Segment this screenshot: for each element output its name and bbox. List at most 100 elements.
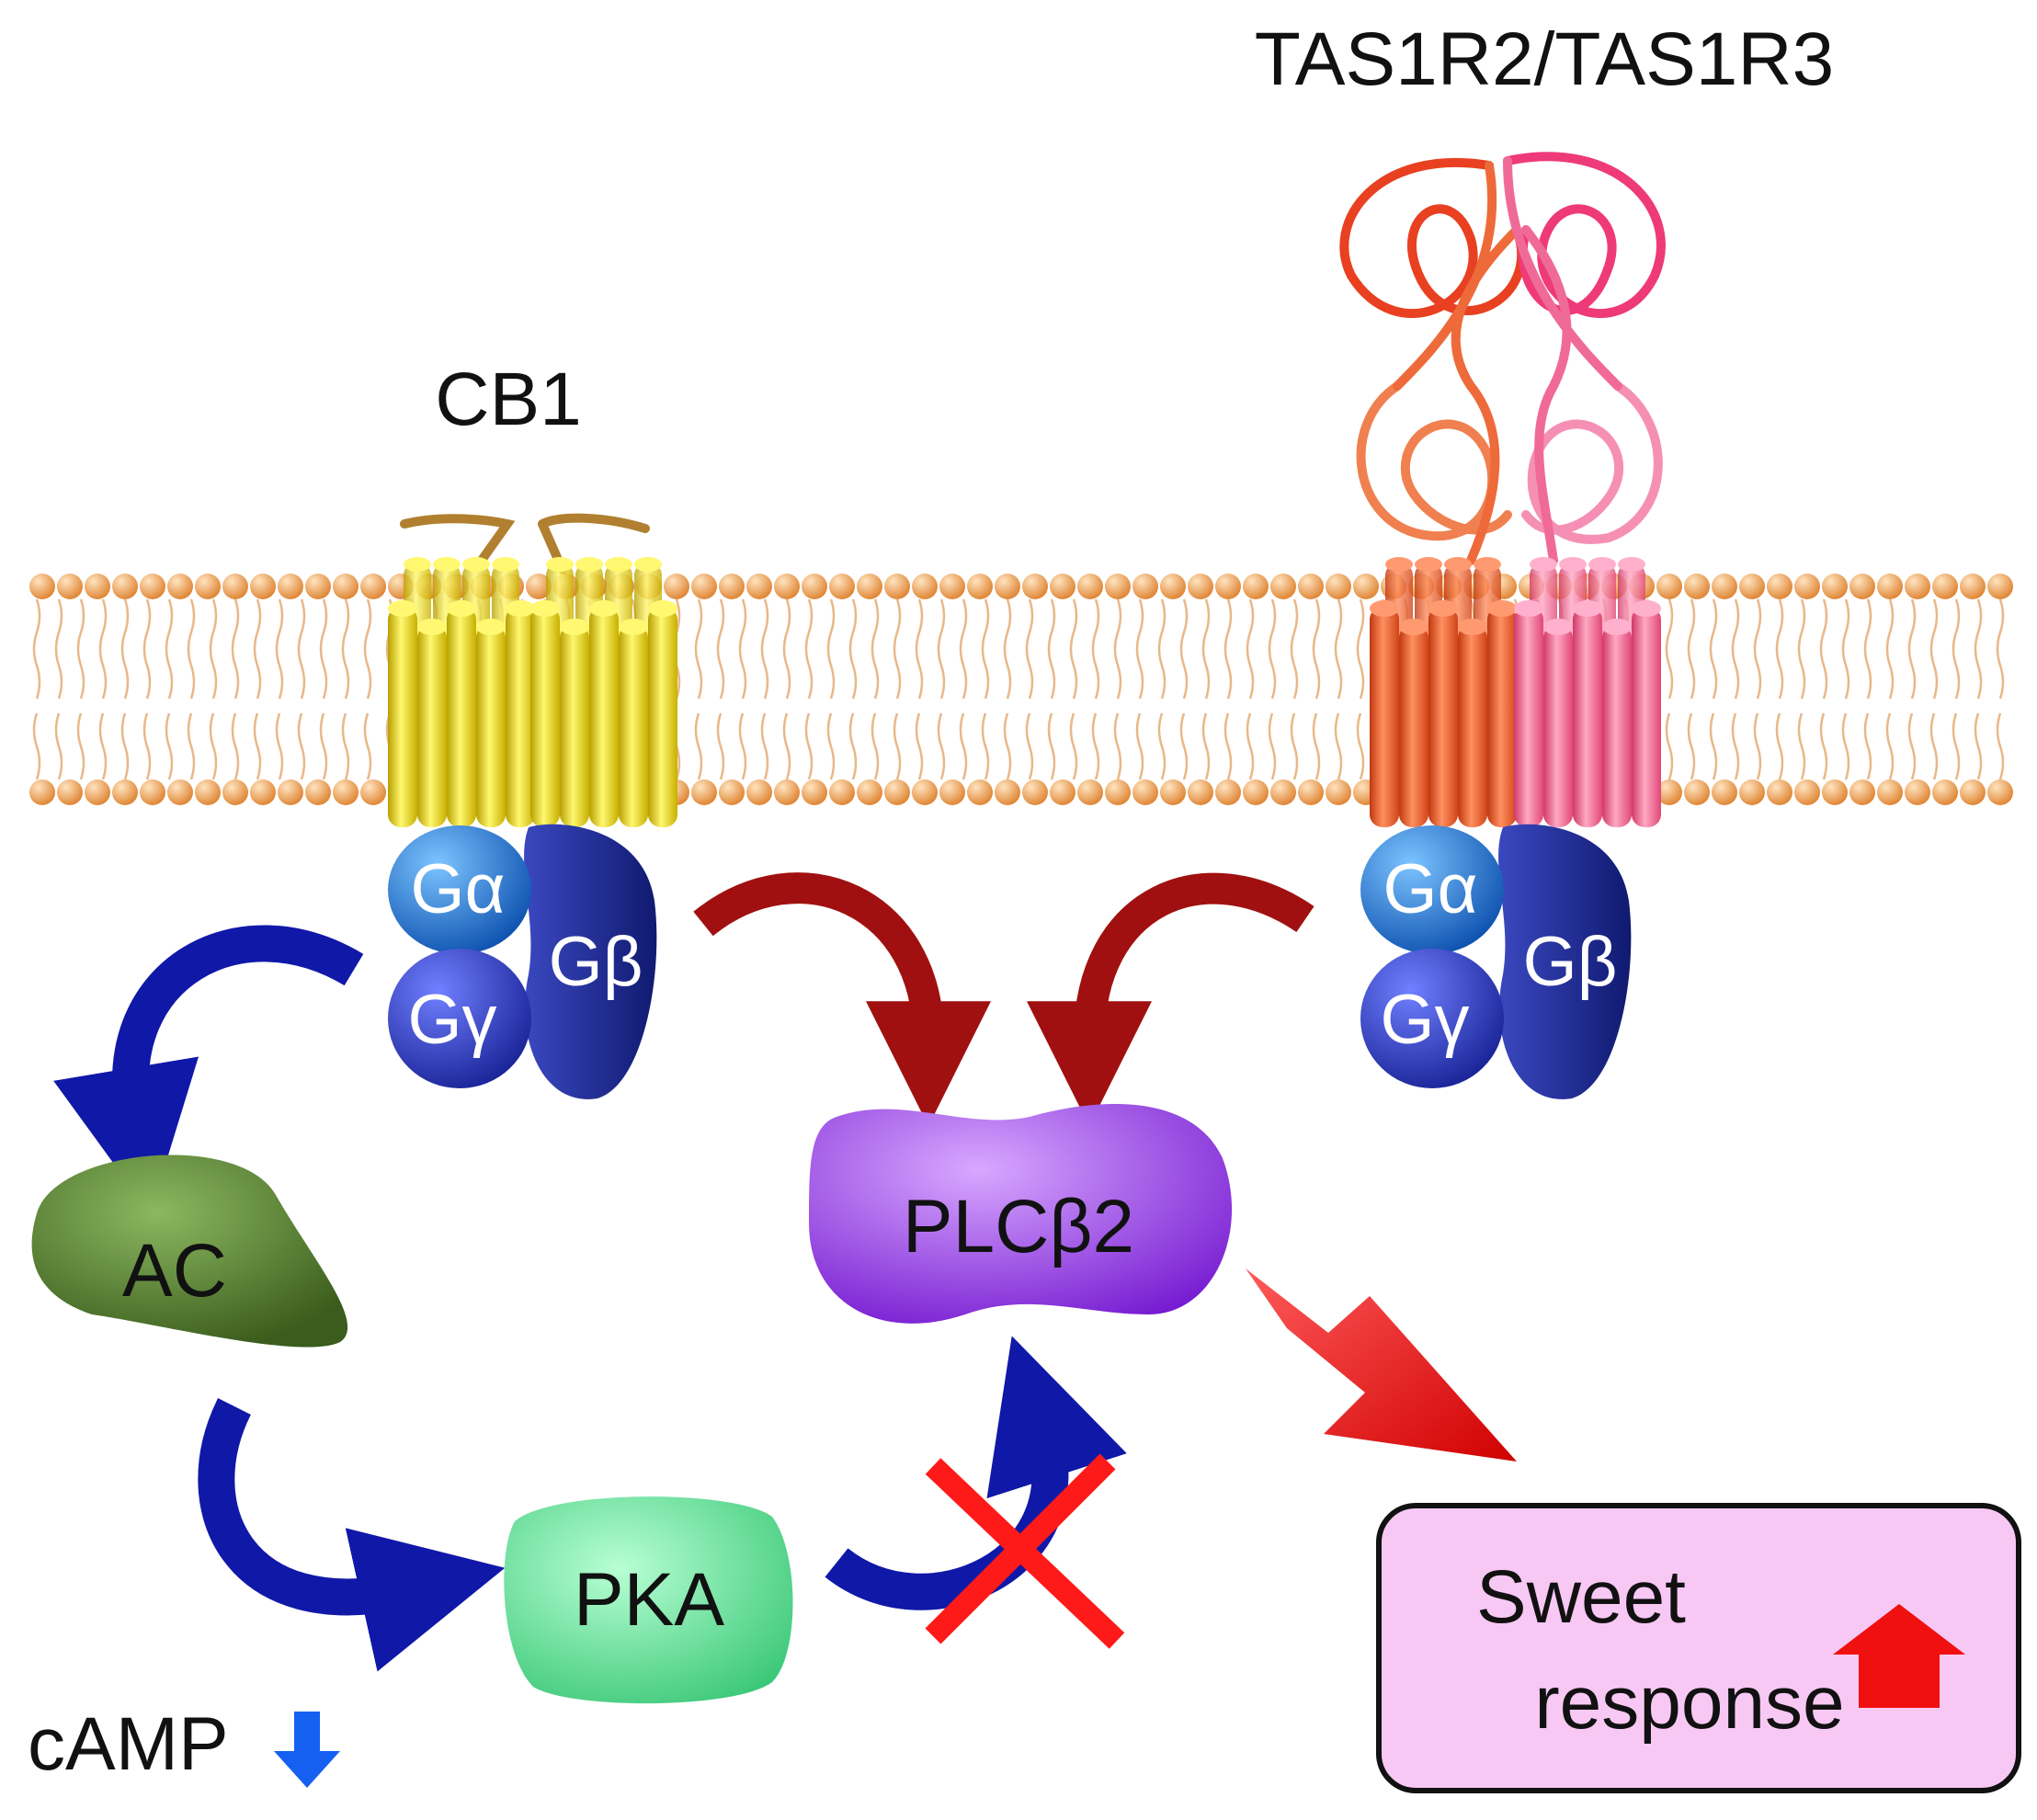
lipid-head [912, 779, 938, 805]
lipid-tail [1201, 598, 1211, 780]
lipid-head [1188, 779, 1213, 805]
cb1-helix-cap [506, 600, 535, 617]
lipid-tail [1665, 598, 1674, 780]
lipid-head [112, 779, 138, 805]
cb1-helix-cap [648, 600, 677, 617]
lipid-tail [760, 598, 769, 780]
tas1r3-helix-cap [1618, 557, 1645, 572]
lipid-head [222, 574, 248, 599]
arrow-plc-to-sweet-response [1246, 1268, 1517, 1462]
lipid-head [1077, 574, 1103, 599]
lipid-bilayer [29, 574, 2013, 805]
g-gamma-left-shape [388, 949, 531, 1088]
g-alpha-left-label: Gα [410, 850, 505, 928]
lipid-tail [1841, 598, 1850, 780]
lipid-head [1215, 574, 1241, 599]
lipid-head [1960, 574, 1986, 599]
lipid-head [1243, 779, 1269, 805]
tas1r3-helix [1632, 607, 1661, 827]
lipid-tail [1047, 598, 1056, 780]
tas1r3-helix-cap [1530, 557, 1557, 572]
tas1r3-helix [1602, 625, 1632, 827]
lipid-head [1077, 779, 1103, 805]
tas1r2-tas1r3-label: TAS1R2/TAS1R3 [1255, 17, 1834, 101]
lipid-tail [209, 598, 218, 780]
tas1r2-helix-cap [1458, 619, 1487, 635]
lipid-head [967, 779, 993, 805]
tas1r2-helix-cap [1428, 600, 1458, 617]
lipid-tail [937, 598, 946, 780]
lipid-head [1794, 779, 1820, 805]
lipid-head [1353, 574, 1379, 599]
lipid-tail [341, 598, 350, 780]
lipid-head [1132, 779, 1158, 805]
cb1-helix [388, 607, 417, 827]
lipid-head [1243, 574, 1269, 599]
lipid-head [1298, 574, 1324, 599]
cb1-helix-cap [589, 600, 619, 617]
pka-kinase-shape [504, 1496, 793, 1704]
lipid-tail [1179, 598, 1189, 780]
cb1-helix [417, 625, 447, 827]
camp-label: cAMP [28, 1702, 229, 1786]
lipid-head [967, 574, 993, 599]
lipid-head [1905, 779, 1930, 805]
lipid-tail [1290, 598, 1299, 780]
lipid-head [167, 574, 193, 599]
g-alpha-right-label: Gα [1383, 850, 1477, 928]
lipid-head [360, 574, 386, 599]
g-protein-left: Gα Gγ Gβ [388, 824, 657, 1099]
lipid-head [85, 574, 110, 599]
lipid-head [1022, 574, 1048, 599]
lipid-head [1739, 779, 1765, 805]
g-gamma-left-label: Gγ [407, 981, 496, 1059]
g-beta-left-label: Gβ [549, 923, 643, 1001]
tas-transmembrane-helices [1370, 557, 1661, 827]
lipid-tail [1091, 598, 1100, 780]
sweet-response-line2: response [1534, 1661, 1844, 1745]
lipid-head [1050, 574, 1075, 599]
lipid-head [1822, 574, 1848, 599]
tas1r2-helix [1370, 607, 1399, 827]
lipid-tail [142, 598, 152, 780]
lipid-tail [1003, 598, 1012, 780]
lipid-tail [1113, 598, 1122, 780]
lipid-tail [848, 598, 858, 780]
g-gamma-right-shape [1360, 949, 1504, 1088]
lipid-tail [1974, 598, 1983, 780]
lipid-tail [1157, 598, 1166, 780]
tas1r2-helix-cap [1370, 600, 1399, 617]
lipid-head [746, 574, 772, 599]
lipid-head [774, 574, 800, 599]
lipid-head [1877, 779, 1903, 805]
ac-enzyme-shape [31, 1155, 348, 1348]
lipid-head [140, 574, 165, 599]
lipid-head [305, 779, 331, 805]
cb1-helix-cap [492, 557, 519, 572]
g-beta-right-label: Gβ [1523, 923, 1618, 1001]
cb1-helix-cap [634, 557, 662, 572]
lipid-head [278, 574, 303, 599]
sweet-response-line1: Sweet [1476, 1555, 1686, 1639]
cb1-helix [648, 607, 677, 827]
lipid-head [305, 574, 331, 599]
tas1r2-helix-cap [1385, 557, 1413, 572]
lipid-head [1160, 779, 1186, 805]
tas1r3-helix [1543, 625, 1573, 827]
lipid-head [1849, 574, 1875, 599]
lipid-tail [1797, 598, 1806, 780]
g-alpha-right-shape [1360, 825, 1504, 954]
lipid-tail [297, 598, 306, 780]
lipid-head [1656, 779, 1682, 805]
tas1r3-helix-cap [1559, 557, 1587, 572]
cb1-helix-cap [433, 557, 461, 572]
cb1-helix-cap [530, 600, 560, 617]
cb1-helix [589, 607, 619, 827]
tas1r2-helix-cap [1399, 619, 1428, 635]
lipid-head [1270, 574, 1296, 599]
arrow-ac-to-pka [198, 1398, 506, 1672]
tas1r2-helix-cap [1444, 557, 1472, 572]
tas1r2-helix [1399, 625, 1428, 827]
lipid-tails [32, 598, 2005, 780]
